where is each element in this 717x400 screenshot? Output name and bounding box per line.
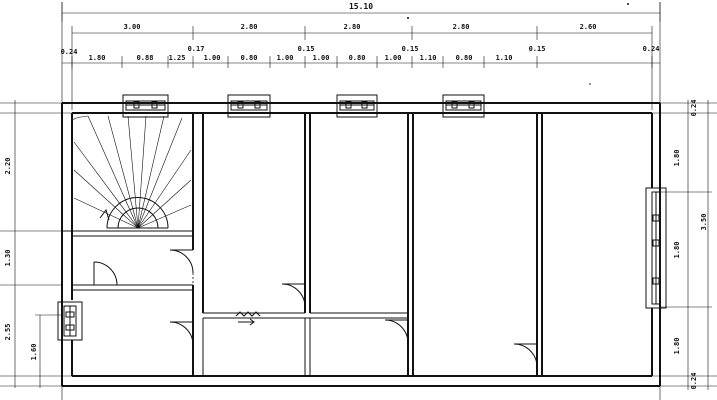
span-label-2: 2.80 bbox=[241, 23, 258, 31]
left-label-2: 1.30 bbox=[4, 250, 12, 267]
left-label-3: 2.55 bbox=[4, 324, 12, 341]
left-label-4: 1.60 bbox=[30, 344, 38, 361]
door-room-c bbox=[513, 343, 538, 368]
stair-arrow bbox=[235, 311, 261, 326]
wall-label-5: 0.15 bbox=[529, 45, 546, 53]
span-label-1: 3.00 bbox=[124, 23, 141, 31]
opening-label-1b: 0.88 bbox=[137, 54, 154, 62]
doors bbox=[93, 249, 538, 368]
right-label-1: 0.24 bbox=[690, 100, 698, 117]
door-room-a bbox=[169, 249, 194, 285]
right-label-6: 0.24 bbox=[690, 373, 698, 390]
opening-label-4c: 1.10 bbox=[496, 54, 513, 62]
exterior-walls bbox=[61, 102, 661, 387]
wall-label-1: 0.24 bbox=[61, 48, 78, 56]
left-window bbox=[57, 301, 83, 341]
opening-label-3b: 0.80 bbox=[349, 54, 366, 62]
right-label-5: 1.80 bbox=[673, 338, 681, 355]
opening-label-1a: 1.80 bbox=[89, 54, 106, 62]
right-label-2: 1.80 bbox=[673, 150, 681, 167]
right-dimension-chain: 0.24 1.80 3.50 1.80 1.80 0.24 bbox=[660, 100, 712, 390]
right-label-3: 3.50 bbox=[700, 214, 708, 231]
opening-label-4b: 0.80 bbox=[456, 54, 473, 62]
door-lower-right bbox=[384, 319, 409, 344]
window-4 bbox=[442, 94, 485, 118]
right-window bbox=[645, 187, 667, 309]
opening-label-4a: 1.10 bbox=[420, 54, 437, 62]
opening-label-2b: 0.80 bbox=[241, 54, 258, 62]
window-2 bbox=[227, 94, 271, 118]
opening-label-1c: 1.25 bbox=[169, 54, 186, 62]
opening-dimension-chain: 1.80 0.88 1.25 1.00 0.80 1.00 1.00 0.80 … bbox=[62, 54, 660, 68]
scan-marks bbox=[407, 3, 629, 85]
span-label-4: 2.80 bbox=[453, 23, 470, 31]
window-1 bbox=[122, 94, 169, 118]
overall-label: 15.10 bbox=[349, 2, 373, 11]
wall-label-3: 0.15 bbox=[298, 45, 315, 53]
door-stair-lobby bbox=[93, 261, 118, 286]
opening-label-2a: 1.00 bbox=[204, 54, 221, 62]
span-label-3: 2.80 bbox=[344, 23, 361, 31]
top-windows bbox=[122, 94, 485, 118]
wall-label-4: 0.15 bbox=[402, 45, 419, 53]
left-dimension-chain: 2.20 1.30 2.55 1.60 bbox=[4, 100, 62, 388]
interior-walls bbox=[62, 113, 543, 376]
span-label-5: 2.60 bbox=[580, 23, 597, 31]
right-label-4: 1.80 bbox=[673, 242, 681, 259]
overall-dimension: 15.10 bbox=[61, 2, 661, 22]
door-room-b bbox=[281, 283, 306, 308]
opening-label-3a: 1.00 bbox=[313, 54, 330, 62]
wall-label-6: 0.24 bbox=[643, 45, 660, 53]
spiral-stair bbox=[73, 115, 192, 229]
left-label-1: 2.20 bbox=[4, 158, 12, 175]
opening-label-2c: 1.00 bbox=[277, 54, 294, 62]
opening-label-3c: 1.00 bbox=[385, 54, 402, 62]
span-dimension-chain: 3.00 2.80 2.80 2.80 2.60 bbox=[71, 23, 653, 40]
window-3 bbox=[336, 94, 378, 118]
wall-thickness-labels: 0.24 0.17 0.15 0.15 0.15 0.24 bbox=[61, 45, 660, 56]
wall-label-2: 0.17 bbox=[188, 45, 205, 53]
door-lower-left bbox=[169, 321, 194, 346]
